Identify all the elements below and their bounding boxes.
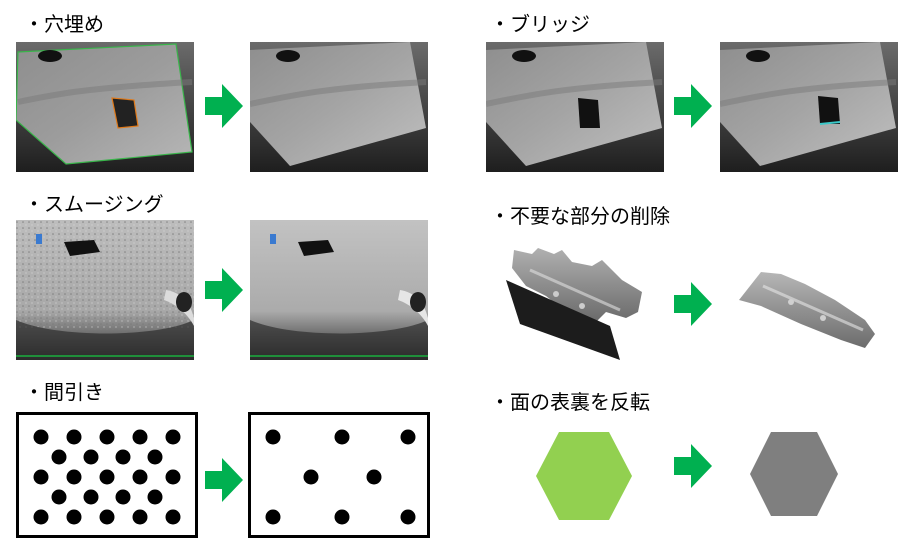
delete-parts-after-image xyxy=(735,268,885,358)
dot xyxy=(132,429,148,445)
hexagon-back xyxy=(750,432,838,516)
label-hole-fill: ・穴埋め xyxy=(24,12,104,36)
label-bridge: ・ブリッジ xyxy=(490,12,590,36)
label-flip-faces: ・面の表裏を反転 xyxy=(490,390,650,414)
dot xyxy=(147,489,163,505)
arrow-right-icon xyxy=(205,458,243,502)
dot xyxy=(83,449,99,465)
arrow-right-icon xyxy=(674,444,712,488)
hexagon-front xyxy=(536,432,632,520)
dot xyxy=(165,429,181,445)
dot xyxy=(115,449,131,465)
dot xyxy=(66,429,82,445)
label-smoothing: ・スムージング xyxy=(24,192,164,216)
dot xyxy=(33,509,49,525)
bridge-before-image xyxy=(486,42,664,172)
dot xyxy=(66,509,82,525)
dot xyxy=(33,429,49,445)
dot xyxy=(265,429,281,445)
decimation-after-dots xyxy=(265,429,416,525)
dot xyxy=(334,509,350,525)
arrow-right-icon xyxy=(205,268,243,312)
smoothing-before-image xyxy=(16,220,194,360)
dot xyxy=(400,429,416,445)
decimation-after-box xyxy=(248,412,430,538)
dot xyxy=(132,509,148,525)
delete-parts-before-image xyxy=(500,240,650,360)
dot xyxy=(51,489,67,505)
label-decimation: ・間引き xyxy=(24,380,104,404)
dot xyxy=(265,509,281,525)
dot xyxy=(99,509,115,525)
hole-fill-before-image xyxy=(16,42,194,172)
hole-fill-after-image xyxy=(250,42,428,172)
smoothing-after-image xyxy=(250,220,428,360)
dot xyxy=(165,469,181,485)
dot xyxy=(115,489,131,505)
arrow-right-icon xyxy=(674,84,712,128)
dot xyxy=(334,429,350,445)
dot xyxy=(165,509,181,525)
bridge-after-image xyxy=(720,42,898,172)
label-delete-parts: ・不要な部分の削除 xyxy=(490,204,670,228)
dot xyxy=(66,469,82,485)
dot xyxy=(400,509,416,525)
dot xyxy=(366,469,382,485)
dot xyxy=(147,449,163,465)
dot xyxy=(132,469,148,485)
decimation-before-box xyxy=(16,412,198,538)
dot xyxy=(51,449,67,465)
dot xyxy=(99,469,115,485)
dot xyxy=(99,429,115,445)
dot xyxy=(303,469,319,485)
arrow-right-icon xyxy=(674,282,712,326)
dot xyxy=(33,469,49,485)
decimation-before-dots xyxy=(33,429,181,525)
arrow-right-icon xyxy=(205,84,243,128)
dot xyxy=(83,489,99,505)
